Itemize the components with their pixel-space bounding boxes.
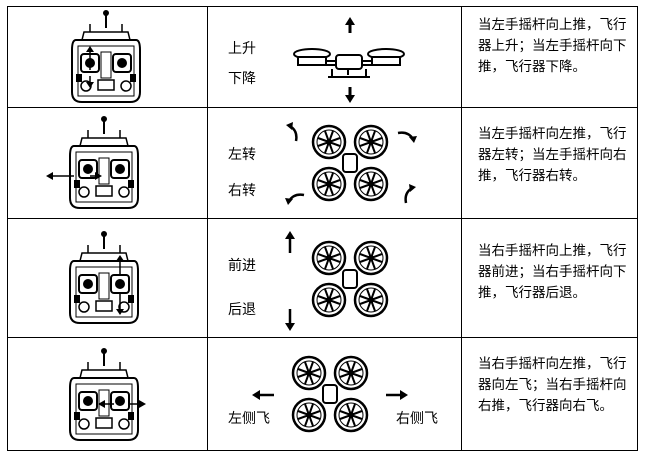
controller-cell xyxy=(8,338,208,450)
description-text: 当左手摇杆向左推，飞行器左转；当左手摇杆向右推，飞行器右转。 xyxy=(478,126,627,184)
action-label-down: 下降 xyxy=(228,71,256,87)
transmitter-illustration xyxy=(46,115,139,209)
controller-cell xyxy=(8,7,208,107)
table-row: 左侧飞 右侧飞 当右手摇杆向左推，飞行器向左飞；当右手摇杆向右推，飞行器向右飞。 xyxy=(8,338,637,450)
action-label-forward: 前进 xyxy=(228,258,256,274)
transmitter-illustration xyxy=(69,230,139,324)
action-label-right-fly: 右侧飞 xyxy=(396,411,438,427)
action-cell: 前进 后退 xyxy=(208,219,462,337)
controller-cell xyxy=(8,108,208,218)
drone-top-view-illustration xyxy=(252,340,408,448)
control-table: 上升 下降 当左手摇杆向上推，飞行器上升；当左手摇杆向下推，飞行器下降。 xyxy=(7,6,638,451)
action-label-left-fly: 左侧飞 xyxy=(228,411,270,427)
drone-top-view-illustration xyxy=(283,120,419,207)
table-row: 上升 下降 当左手摇杆向上推，飞行器上升；当左手摇杆向下推，飞行器下降。 xyxy=(8,7,637,108)
description-cell: 当左手摇杆向左推，飞行器左转；当左手摇杆向右推，飞行器右转。 xyxy=(462,108,637,218)
description-cell: 当右手摇杆向上推，飞行器前进；当右手摇杆向下推，飞行器后退。 xyxy=(462,219,637,337)
table-row: 左转 右转 当左手摇杆向左推，飞行器左转；当左手摇杆向右推，飞行器右转。 xyxy=(8,108,637,219)
action-cell: 左侧飞 右侧飞 xyxy=(208,338,462,450)
action-cell: 左转 右转 xyxy=(208,108,462,218)
action-cell: 上升 下降 xyxy=(208,7,462,107)
action-label-up: 上升 xyxy=(228,41,256,57)
description-text: 当右手摇杆向上推，飞行器前进；当右手摇杆向下推，飞行器后退。 xyxy=(478,243,627,301)
drone-top-view-illustration xyxy=(285,231,422,331)
transmitter-illustration xyxy=(69,347,146,441)
transmitter-illustration xyxy=(71,9,141,103)
controller-cell xyxy=(8,219,208,337)
description-cell: 当右手摇杆向左推，飞行器向左飞；当右手摇杆向右推，飞行器向右飞。 xyxy=(462,338,637,450)
description-text: 当右手摇杆向左推，飞行器向左飞；当右手摇杆向右推，飞行器向右飞。 xyxy=(478,356,627,414)
table-row: 前进 后退 当右手摇杆向上推，飞行器前进；当右手摇杆向下推，飞行器后退。 xyxy=(8,219,637,338)
description-text: 当左手摇杆向上推，飞行器上升；当左手摇杆向下推，飞行器下降。 xyxy=(478,17,627,75)
action-label-left-turn: 左转 xyxy=(228,147,256,163)
action-label-backward: 后退 xyxy=(228,302,256,318)
drone-side-view-illustration xyxy=(293,17,405,103)
action-label-right-turn: 右转 xyxy=(228,183,256,199)
description-cell: 当左手摇杆向上推，飞行器上升；当左手摇杆向下推，飞行器下降。 xyxy=(462,7,637,107)
